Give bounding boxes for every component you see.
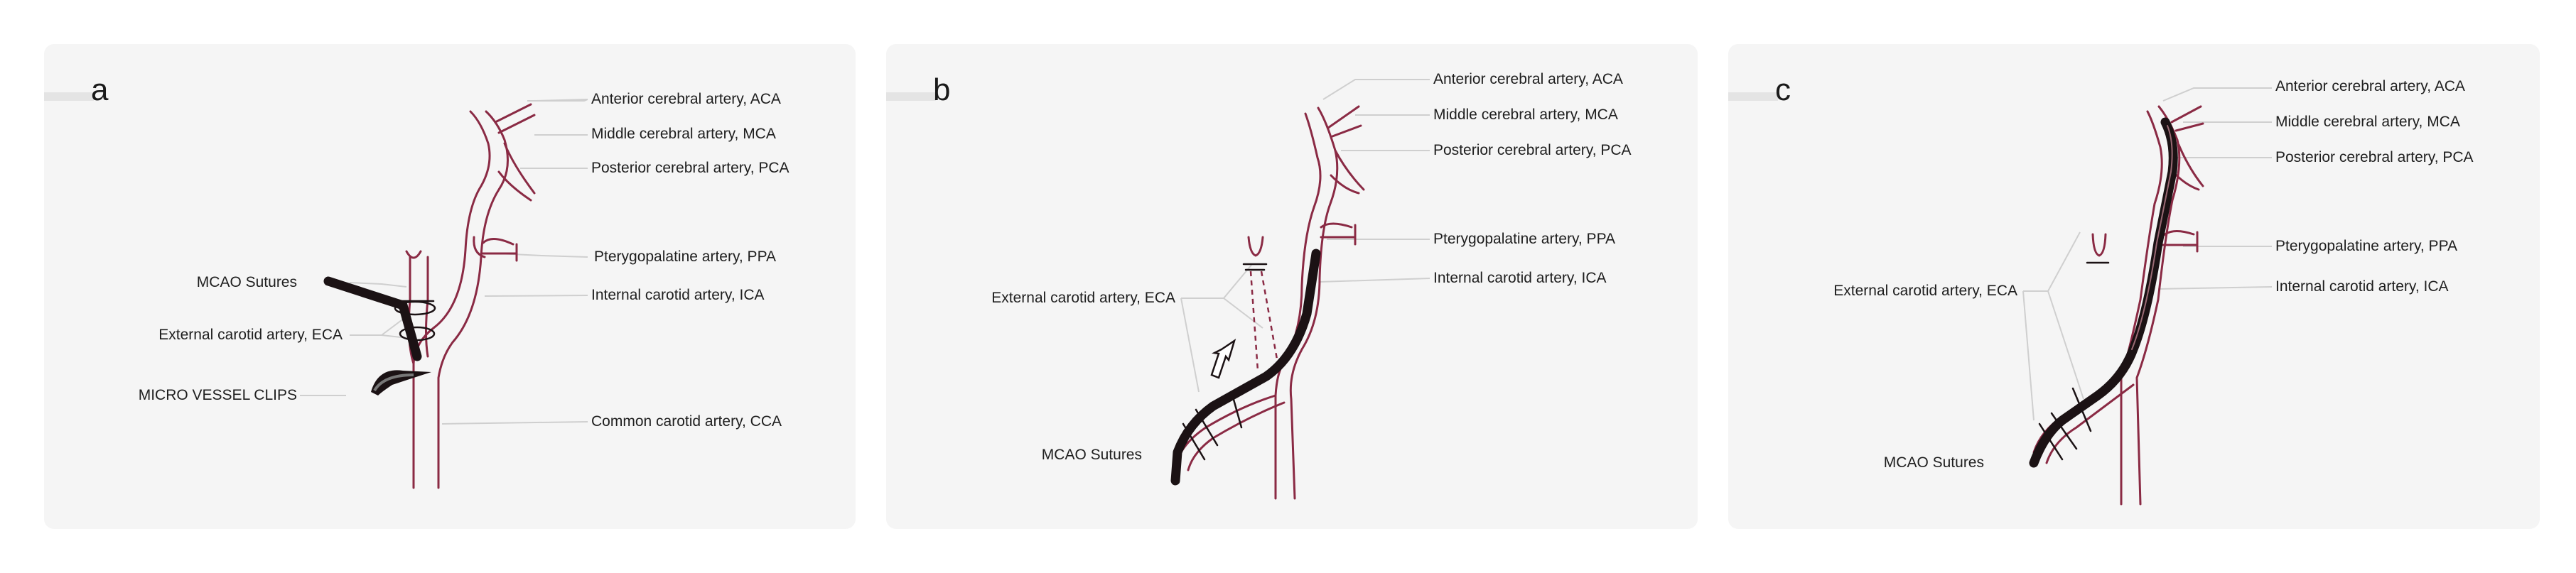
leader-lines xyxy=(2022,87,2273,421)
suture-ties xyxy=(1182,391,1243,461)
label-aca: Anterior cerebral artery, ACA xyxy=(1433,71,1623,87)
label-aca: Anterior cerebral artery, ACA xyxy=(591,91,781,107)
suture-ties xyxy=(2038,387,2092,461)
label-aca: Anterior cerebral artery, ACA xyxy=(2275,78,2465,94)
label-pca: Posterior cerebral artery, PCA xyxy=(591,160,789,176)
label-ica: Internal carotid artery, ICA xyxy=(2275,278,2449,295)
label-sutures: MCAO Sutures xyxy=(196,274,297,290)
panel-b: b Anterior cerebral artery, ACA Middle c… xyxy=(886,44,1698,529)
label-mca: Middle cerebral artery, MCA xyxy=(2275,114,2460,130)
mcao-suture xyxy=(1170,249,1321,486)
micro-vessel-clip xyxy=(371,370,431,395)
label-ica: Internal carotid artery, ICA xyxy=(1433,270,1607,286)
label-sutures: MCAO Sutures xyxy=(1041,447,1142,463)
label-clips: MICRO VESSEL CLIPS xyxy=(138,387,297,403)
label-mca: Middle cerebral artery, MCA xyxy=(1433,107,1618,123)
panel-c-diagram xyxy=(2022,87,2273,506)
panel-letter: a xyxy=(91,72,109,107)
panel-a-diagram xyxy=(300,99,588,489)
label-eca: External carotid artery, ECA xyxy=(158,327,343,343)
label-ppa: Pterygopalatine artery, PPA xyxy=(1433,231,1616,247)
vessel-tree xyxy=(1176,105,1365,500)
mcao-suture xyxy=(2029,117,2178,468)
panel-letter: c xyxy=(1775,72,1791,107)
label-sutures: MCAO Sutures xyxy=(1883,454,1984,471)
suture-ties xyxy=(394,300,436,342)
panel-b-diagram xyxy=(1170,79,1430,500)
label-eca: External carotid artery, ECA xyxy=(991,290,1175,306)
vessel-tree xyxy=(2032,105,2204,506)
label-mca: Middle cerebral artery, MCA xyxy=(591,126,776,142)
leader-lines xyxy=(300,99,588,425)
panel-letter-tab xyxy=(886,92,936,101)
label-ppa: Pterygopalatine artery, PPA xyxy=(594,249,777,265)
direction-arrow-icon xyxy=(1210,339,1236,379)
panel-a: a Anterior cerebral artery, ACA Middle c… xyxy=(44,44,856,529)
label-ppa: Pterygopalatine artery, PPA xyxy=(2275,238,2458,254)
panel-letter: b xyxy=(933,72,951,107)
panel-letter-tab xyxy=(44,92,94,101)
mcao-suture xyxy=(323,276,422,361)
panel-letter-tab xyxy=(1728,92,1778,101)
label-ica: Internal carotid artery, ICA xyxy=(591,287,765,303)
label-eca: External carotid artery, ECA xyxy=(1833,283,2017,299)
label-cca: Common carotid artery, CCA xyxy=(591,413,782,430)
label-pca: Posterior cerebral artery, PCA xyxy=(2275,149,2474,165)
label-pca: Posterior cerebral artery, PCA xyxy=(1433,142,1632,158)
panel-c: c Anterior cerebral artery, ACA Middle c… xyxy=(1728,44,2540,529)
leader-lines xyxy=(1180,79,1430,393)
